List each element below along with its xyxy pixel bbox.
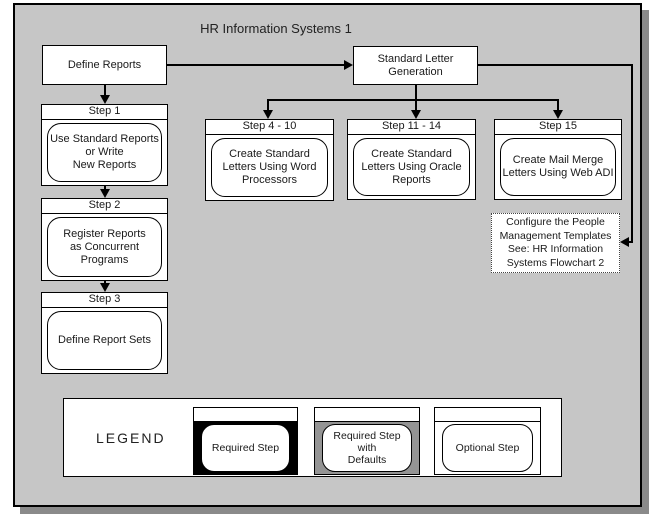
line-distributor [267, 99, 559, 101]
step-15-body: Create Mail Merge Letters Using Web ADI [495, 135, 621, 199]
legend-item-optional: Optional Step [434, 407, 541, 475]
line-into-note [628, 241, 633, 243]
line-right-down [631, 64, 633, 243]
step-3-body: Define Report Sets [42, 308, 167, 373]
arrowhead-into-step15 [553, 110, 563, 119]
arrowhead-into-step4-10 [263, 110, 273, 119]
step-11-14-label: Create Standard Letters Using Oracle Rep… [353, 138, 470, 196]
step-2-header: Step 2 [42, 199, 167, 214]
legend-item-optional-header [435, 408, 540, 422]
legend-item-required-label: Required Step [201, 424, 290, 472]
arrowhead-into-step11-14 [411, 110, 421, 119]
step-15-header: Step 15 [495, 120, 621, 135]
step-1-box: Step 1 Use Standard Reports or Write New… [41, 104, 168, 186]
arrowhead-into-step3 [100, 283, 110, 292]
legend-item-required-defaults: Required Step with Defaults [314, 407, 420, 475]
step-1-label: Use Standard Reports or Write New Report… [47, 123, 162, 182]
arrowhead-into-step1 [100, 95, 110, 104]
step-1-body: Use Standard Reports or Write New Report… [42, 120, 167, 185]
step-3-header: Step 3 [42, 293, 167, 308]
note-configure-templates-text: Configure the People Management Template… [499, 216, 612, 269]
step-11-14-body: Create Standard Letters Using Oracle Rep… [348, 135, 475, 199]
step-11-14-header: Step 11 - 14 [348, 120, 475, 135]
step-3-box: Step 3 Define Report Sets [41, 292, 168, 374]
diagram-title: HR Information Systems 1 [200, 21, 352, 36]
note-configure-templates: Configure the People Management Template… [491, 213, 620, 273]
legend: LEGEND Required Step Required Step with … [63, 398, 562, 477]
arrowhead-into-note [620, 237, 629, 247]
node-define-reports-label: Define Reports [67, 58, 142, 71]
step-2-body: Register Reports as Concurrent Programs [42, 214, 167, 280]
step-3-label: Define Report Sets [47, 311, 162, 370]
node-standard-letter-generation: Standard Letter Generation [353, 46, 478, 85]
legend-item-optional-label: Optional Step [442, 424, 533, 472]
step-1-header: Step 1 [42, 105, 167, 120]
step-4-10-body: Create Standard Letters Using Word Proce… [206, 135, 333, 200]
step-2-box: Step 2 Register Reports as Concurrent Pr… [41, 198, 168, 281]
line-step1-step2 [104, 186, 106, 190]
arrowhead-into-slg [344, 60, 353, 70]
step-4-10-header: Step 4 - 10 [206, 120, 333, 135]
line-slg-down [415, 85, 417, 110]
step-4-10-label: Create Standard Letters Using Word Proce… [211, 138, 328, 197]
legend-item-required-defaults-body: Required Step with Defaults [315, 422, 419, 474]
legend-item-required-defaults-header [315, 408, 419, 422]
arrowhead-into-step2 [100, 189, 110, 198]
line-define-to-slg [167, 64, 344, 66]
line-drop-step4-10 [267, 99, 269, 110]
step-11-14-box: Step 11 - 14 Create Standard Letters Usi… [347, 119, 476, 200]
node-standard-letter-generation-label: Standard Letter Generation [377, 52, 454, 78]
line-drop-step15 [557, 99, 559, 110]
legend-item-required: Required Step [193, 407, 298, 475]
legend-title: LEGEND [96, 429, 166, 446]
line-define-down [104, 85, 106, 96]
legend-item-optional-body: Optional Step [435, 422, 540, 474]
step-15-label: Create Mail Merge Letters Using Web ADI [500, 138, 616, 196]
step-4-10-box: Step 4 - 10 Create Standard Letters Usin… [205, 119, 334, 201]
node-define-reports: Define Reports [42, 45, 167, 85]
legend-item-required-header [194, 408, 297, 422]
legend-item-required-defaults-label: Required Step with Defaults [322, 424, 412, 472]
line-slg-right [478, 64, 633, 66]
step-2-label: Register Reports as Concurrent Programs [47, 217, 162, 277]
step-15-box: Step 15 Create Mail Merge Letters Using … [494, 119, 622, 200]
legend-item-required-body: Required Step [194, 422, 297, 474]
